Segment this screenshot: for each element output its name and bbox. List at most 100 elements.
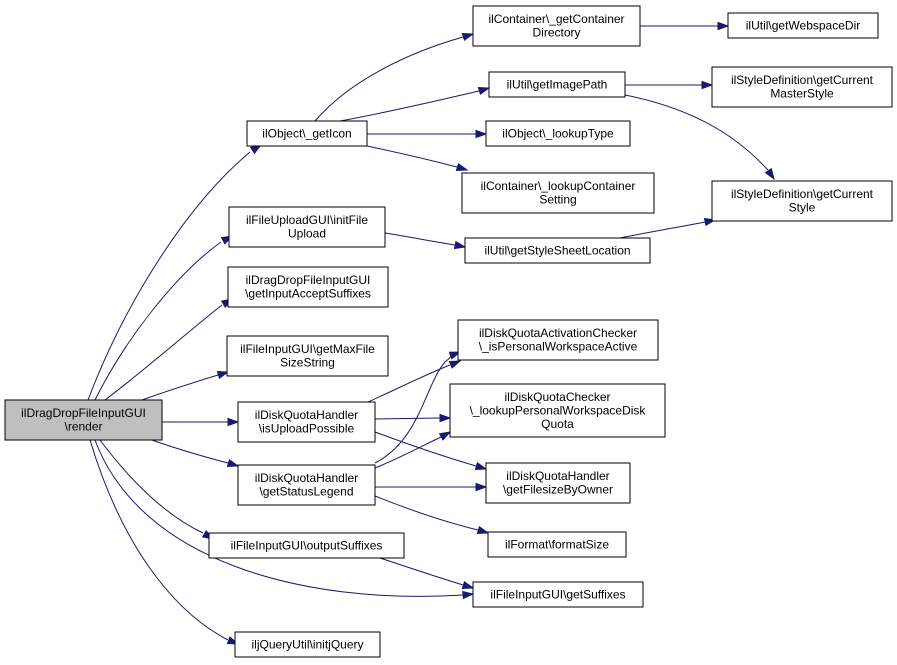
edge-line [379,557,464,586]
edge-line [151,439,229,464]
node-getInputAcceptSuffixes[interactable]: ilDragDropFileInputGUI\getInputAcceptSuf… [227,266,389,308]
node-label: ilFileInputGUI\getSuffixes [490,587,625,601]
edge-line [619,221,706,239]
node-label: ilUtil\getStyleSheetLocation [484,243,630,257]
edge-line [99,439,204,534]
arrowhead-icon [448,360,462,369]
node-getFilesizeByOwner[interactable]: ilDiskQuotaHandler\getFilesizeByOwner [485,462,631,504]
arrowhead-icon [474,461,488,471]
edge-root-to-initFileUpload [94,235,234,401]
edge-getIcon-to-getImagePath [339,86,491,122]
node-initjQuery[interactable]: iljQueryUtil\initjQuery [234,631,381,658]
edge-getContainerDirectory-to-getWebspaceDir [640,21,730,31]
node-label: \getStatusLegend [259,485,353,499]
arrowhead-icon [453,240,467,250]
node-label: ilFileInputGUI\outputSuffixes [231,538,383,552]
node-lookupType[interactable]: ilObject\_lookupType [485,120,631,147]
arrowhead-icon [216,370,230,380]
node-box [485,462,631,504]
edge-line [339,90,480,122]
arrowhead-icon [475,482,488,492]
arrowhead-icon [475,129,488,139]
node-isPersonalWorkspaceActive[interactable]: ilDiskQuotaActivationChecker\_isPersonal… [457,319,659,361]
node-box [487,531,627,558]
arrowhead-icon [226,458,240,468]
edge-line [374,436,442,469]
edge-root-to-getSuffixes [94,439,475,600]
node-getStatusLegend[interactable]: ilDiskQuotaHandler\getStatusLegend [237,464,376,506]
node-label: ilFileInputGUI\getMaxFile [240,342,375,356]
node-box [711,180,893,222]
node-label: ilStyleDefinition\getCurrent [731,73,874,87]
node-label: \getFilesizeByOwner [503,483,613,497]
node-box [237,401,376,443]
node-getImagePath[interactable]: ilUtil\getImagePath [488,71,626,98]
edge-line [87,151,251,401]
edge-root-to-isUploadPossible [162,417,240,427]
node-box [208,532,405,559]
node-box [485,120,631,147]
node-formatSize[interactable]: ilFormat\formatSize [487,531,627,558]
node-label: ilDiskQuotaHandler [506,469,609,483]
node-box [228,206,386,248]
node-label: ilUtil\getWebspaceDir [746,18,861,32]
edge-getStatusLegend-to-lookupPersonalWorkspaceDiskQuota [374,431,452,469]
edge-getStatusLegend-to-getFilesizeByOwner [375,482,488,492]
node-getIcon[interactable]: ilObject\_getIcon [246,120,368,147]
node-label: ilDragDropFileInputGUI [21,406,146,420]
edge-line [366,145,458,168]
arrowhead-icon [717,21,730,31]
node-label: ilStyleDefinition\getCurrent [731,187,874,201]
arrowhead-icon [476,525,490,535]
edge-line [141,374,219,401]
arrowhead-icon [461,580,475,590]
node-getStyleSheetLocation[interactable]: ilUtil\getStyleSheetLocation [464,237,651,264]
node-label: Setting [539,193,576,207]
node-label: \_isPersonalWorkspaceActive [479,340,638,354]
node-box [472,581,644,608]
edge-line [314,36,464,122]
edge-root-to-getStatusLegend [151,439,240,468]
node-box [226,335,389,377]
node-getWebspaceDir[interactable]: ilUtil\getWebspaceDir [727,12,879,39]
node-box [227,266,389,308]
node-label: ilContainer\_lookupContainer [481,179,636,193]
edge-getImagePath-to-getCurrentStyle [624,94,775,181]
node-label: Directory [532,26,580,40]
node-getSuffixes[interactable]: ilFileInputGUI\getSuffixes [472,581,644,608]
arrowhead-icon [448,351,462,360]
node-root[interactable]: ilDragDropFileInputGUI\render [4,399,163,441]
node-box [457,319,659,361]
edge-isUploadPossible-to-lookupPersonalWorkspaceDiskQuota [374,413,452,423]
arrowhead-icon [455,162,469,172]
edge-getIcon-to-lookupType [367,129,488,139]
node-isUploadPossible[interactable]: ilDiskQuotaHandler\isUploadPossible [237,401,376,443]
node-label: ilDiskQuotaChecker [504,390,610,404]
arrowhead-icon [764,167,775,181]
node-label: ilDiskQuotaActivationChecker [479,326,637,340]
node-box [464,237,651,264]
node-outputSuffixes[interactable]: ilFileInputGUI\outputSuffixes [208,532,405,559]
edge-isUploadPossible-to-isPersonalWorkspaceActive [367,360,462,403]
node-label: ilFileUploadGUI\initFile [246,213,368,227]
edge-line [89,439,229,641]
edge-outputSuffixes-to-getSuffixes [379,557,475,590]
node-label: MasterStyle [770,87,834,101]
node-box [727,12,879,39]
edge-line [374,431,477,467]
node-label: Upload [288,227,326,241]
node-lookupPersonalWorkspaceDiskQuota[interactable]: ilDiskQuotaChecker\_lookupPersonalWorksp… [449,383,666,438]
node-label: ilObject\_getIcon [262,126,351,140]
arrowhead-icon [227,417,240,427]
edge-root-to-outputSuffixes [99,439,215,540]
edge-isUploadPossible-to-getFilesizeByOwner [374,431,488,471]
node-label: \getInputAcceptSuffixes [245,287,371,301]
node-label: ilFormat\formatSize [505,537,609,551]
